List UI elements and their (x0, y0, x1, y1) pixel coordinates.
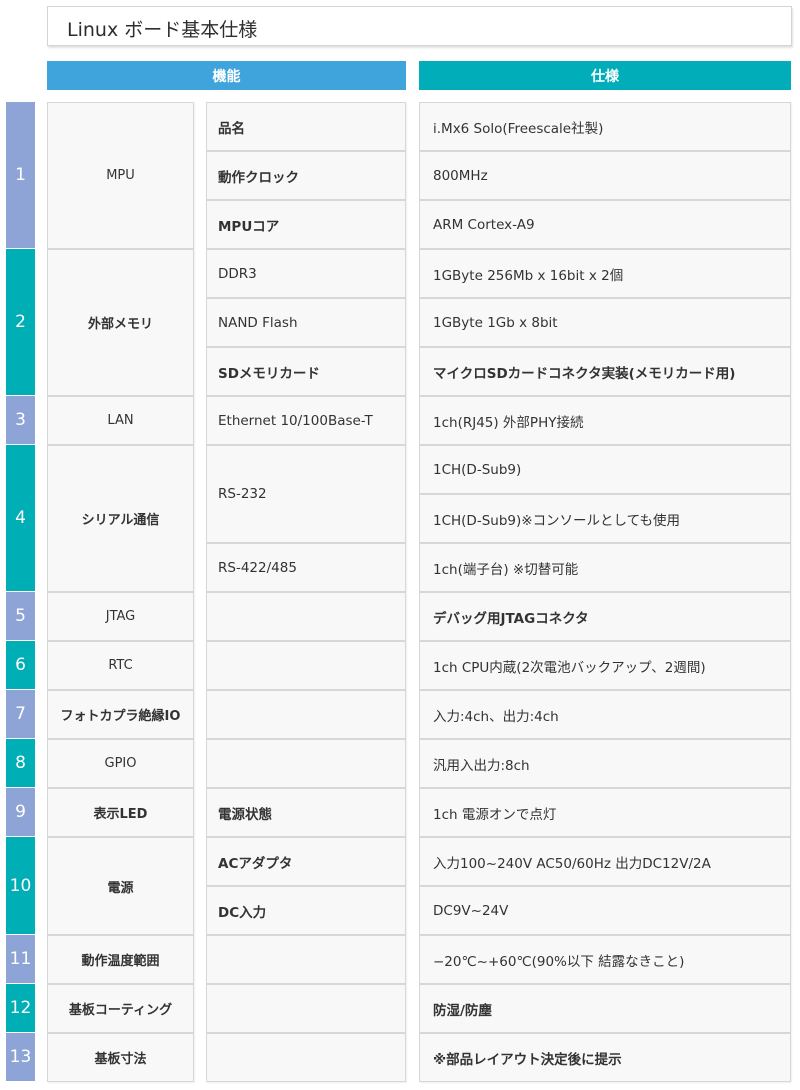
function-cell: フォトカプラ絶縁IO (47, 690, 194, 739)
spec-cell: DC9V~24V (419, 886, 791, 935)
spec-cell: ※部品レイアウト決定後に提示 (419, 1033, 791, 1082)
subfunction-cell: 動作クロック (206, 151, 406, 200)
function-cell: 基板寸法 (47, 1033, 194, 1082)
spec-cell: 入力100~240V AC50/60Hz 出力DC12V/2A (419, 837, 791, 886)
row-number: 5 (6, 592, 35, 641)
spec-cell: 入力:4ch、出力:4ch (419, 690, 791, 739)
spec-cell: 1ch 電源オンで点灯 (419, 788, 791, 837)
row-number: 2 (6, 249, 35, 396)
spec-cell: 防湿/防塵 (419, 984, 791, 1033)
subfunction-cell: RS-232 (206, 445, 406, 543)
function-cell: 表示LED (47, 788, 194, 837)
row-number: 8 (6, 739, 35, 788)
spec-header: 仕様 (419, 61, 791, 90)
spec-cell: 汎用入出力:8ch (419, 739, 791, 788)
function-cell: 外部メモリ (47, 249, 194, 396)
spec-cell: 800MHz (419, 151, 791, 200)
row-number: 13 (6, 1033, 35, 1082)
function-cell: GPIO (47, 739, 194, 788)
subfunction-cell: NAND Flash (206, 298, 406, 347)
subfunction-cell: ACアダプタ (206, 837, 406, 886)
subfunction-cell (206, 641, 406, 690)
function-cell: 基板コーティング (47, 984, 194, 1033)
subfunction-cell (206, 1033, 406, 1082)
spec-cell: ARM Cortex-A9 (419, 200, 791, 249)
spec-cell: 1ch CPU内蔵(2次電池バックアップ、2週間) (419, 641, 791, 690)
spec-cell: −20℃~+60℃(90%以下 結露なきこと) (419, 935, 791, 984)
spec-cell: i.Mx6 Solo(Freescale社製) (419, 102, 791, 151)
row-number: 4 (6, 445, 35, 592)
subfunction-cell: MPUコア (206, 200, 406, 249)
row-number: 11 (6, 935, 35, 984)
function-cell: LAN (47, 396, 194, 445)
function-cell: 電源 (47, 837, 194, 935)
subfunction-cell (206, 935, 406, 984)
subfunction-cell (206, 592, 406, 641)
row-number: 10 (6, 837, 35, 935)
row-number: 12 (6, 984, 35, 1033)
function-cell: 動作温度範囲 (47, 935, 194, 984)
function-cell: RTC (47, 641, 194, 690)
subfunction-cell: DC入力 (206, 886, 406, 935)
function-cell: MPU (47, 102, 194, 249)
spec-cell: デバッグ用JTAGコネクタ (419, 592, 791, 641)
spec-cell: 1CH(D-Sub9)※コンソールとしても使用 (419, 494, 791, 543)
spec-cell: マイクロSDカードコネクタ実装(メモリカード用) (419, 347, 791, 396)
subfunction-cell: Ethernet 10/100Base-T (206, 396, 406, 445)
subfunction-cell (206, 690, 406, 739)
title-box: Linux ボード基本仕様 (47, 6, 792, 46)
spec-cell: 1CH(D-Sub9) (419, 445, 791, 494)
subfunction-cell: DDR3 (206, 249, 406, 298)
page-title: Linux ボード基本仕様 (67, 19, 258, 41)
spec-cell: 1ch(RJ45) 外部PHY接続 (419, 396, 791, 445)
spec-cell: 1GByte 1Gb x 8bit (419, 298, 791, 347)
subfunction-cell (206, 984, 406, 1033)
subfunction-cell (206, 739, 406, 788)
subfunction-cell: RS-422/485 (206, 543, 406, 592)
subfunction-cell: 電源状態 (206, 788, 406, 837)
spec-cell: 1GByte 256Mb x 16bit x 2個 (419, 249, 791, 298)
row-number: 1 (6, 102, 35, 249)
row-number: 9 (6, 788, 35, 837)
function-cell: JTAG (47, 592, 194, 641)
subfunction-cell: 品名 (206, 102, 406, 151)
subfunction-cell: SDメモリカード (206, 347, 406, 396)
row-number: 7 (6, 690, 35, 739)
row-number: 3 (6, 396, 35, 445)
row-number: 6 (6, 641, 35, 690)
spec-cell: 1ch(端子台) ※切替可能 (419, 543, 791, 592)
function-header: 機能 (47, 61, 406, 90)
function-cell: シリアル通信 (47, 445, 194, 592)
